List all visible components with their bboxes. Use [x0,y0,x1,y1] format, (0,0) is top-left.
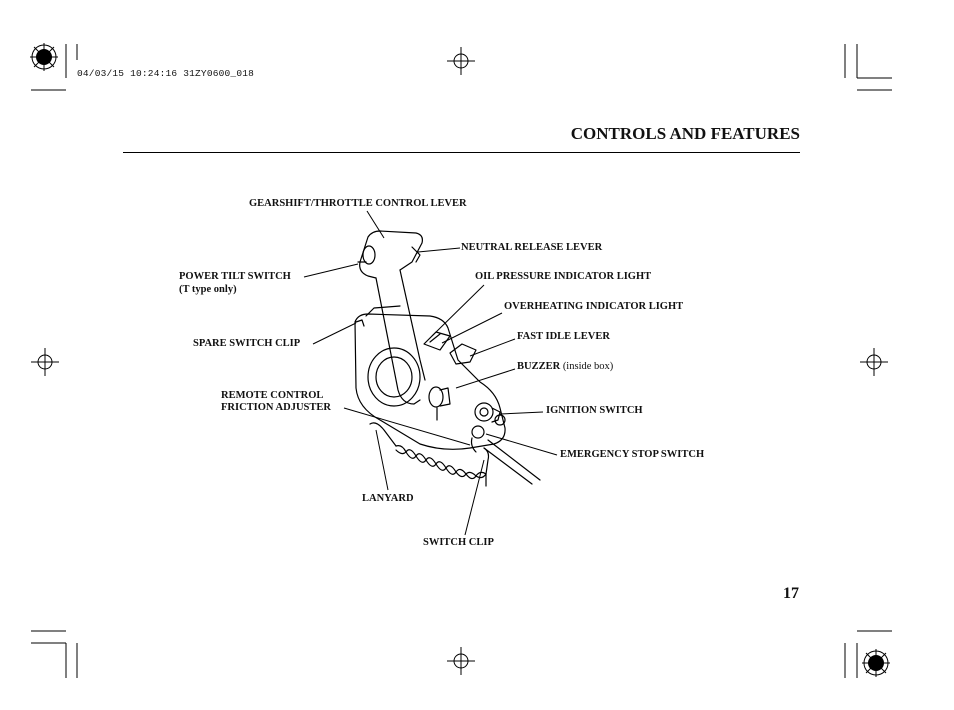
leader-lines [303,210,558,536]
label-friction-adjuster-line2: FRICTION ADJUSTER [221,402,331,413]
label-buzzer: BUZZER (inside box) [517,361,613,373]
label-ignition-switch: IGNITION SWITCH [546,405,643,416]
registration-targets [31,47,888,675]
label-power-tilt-note: (T type only) [179,284,237,295]
label-oil-pressure-light: OIL PRESSURE INDICATOR LIGHT [475,271,652,282]
page-number: 17 [783,585,799,602]
print-stamp: 04/03/15 10:24:16 31ZY0600_018 [77,68,255,79]
star-target-top-left [30,43,58,71]
label-buzzer-note: (inside box) [562,361,614,372]
label-overheating-light: OVERHEATING INDICATOR LIGHT [504,301,684,312]
header-rule [123,152,800,153]
label-spare-switch-clip: SPARE SWITCH CLIP [193,338,301,349]
label-friction-adjuster-line1: REMOTE CONTROL [221,390,324,401]
page-title: CONTROLS AND FEATURES [570,124,800,143]
label-emergency-stop-switch: EMERGENCY STOP SWITCH [560,449,705,460]
label-gearshift-throttle-lever: GEARSHIFT/THROTTLE CONTROL LEVER [249,198,467,209]
label-lanyard: LANYARD [362,493,414,504]
label-fast-idle-lever: FAST IDLE LEVER [517,331,610,342]
label-buzzer-name: BUZZER [517,361,561,372]
label-power-tilt-switch: POWER TILT SWITCH [179,271,291,282]
label-switch-clip: SWITCH CLIP [423,537,494,548]
label-neutral-release-lever: NEUTRAL RELEASE LEVER [461,242,603,253]
star-target-bottom-right [862,649,890,677]
